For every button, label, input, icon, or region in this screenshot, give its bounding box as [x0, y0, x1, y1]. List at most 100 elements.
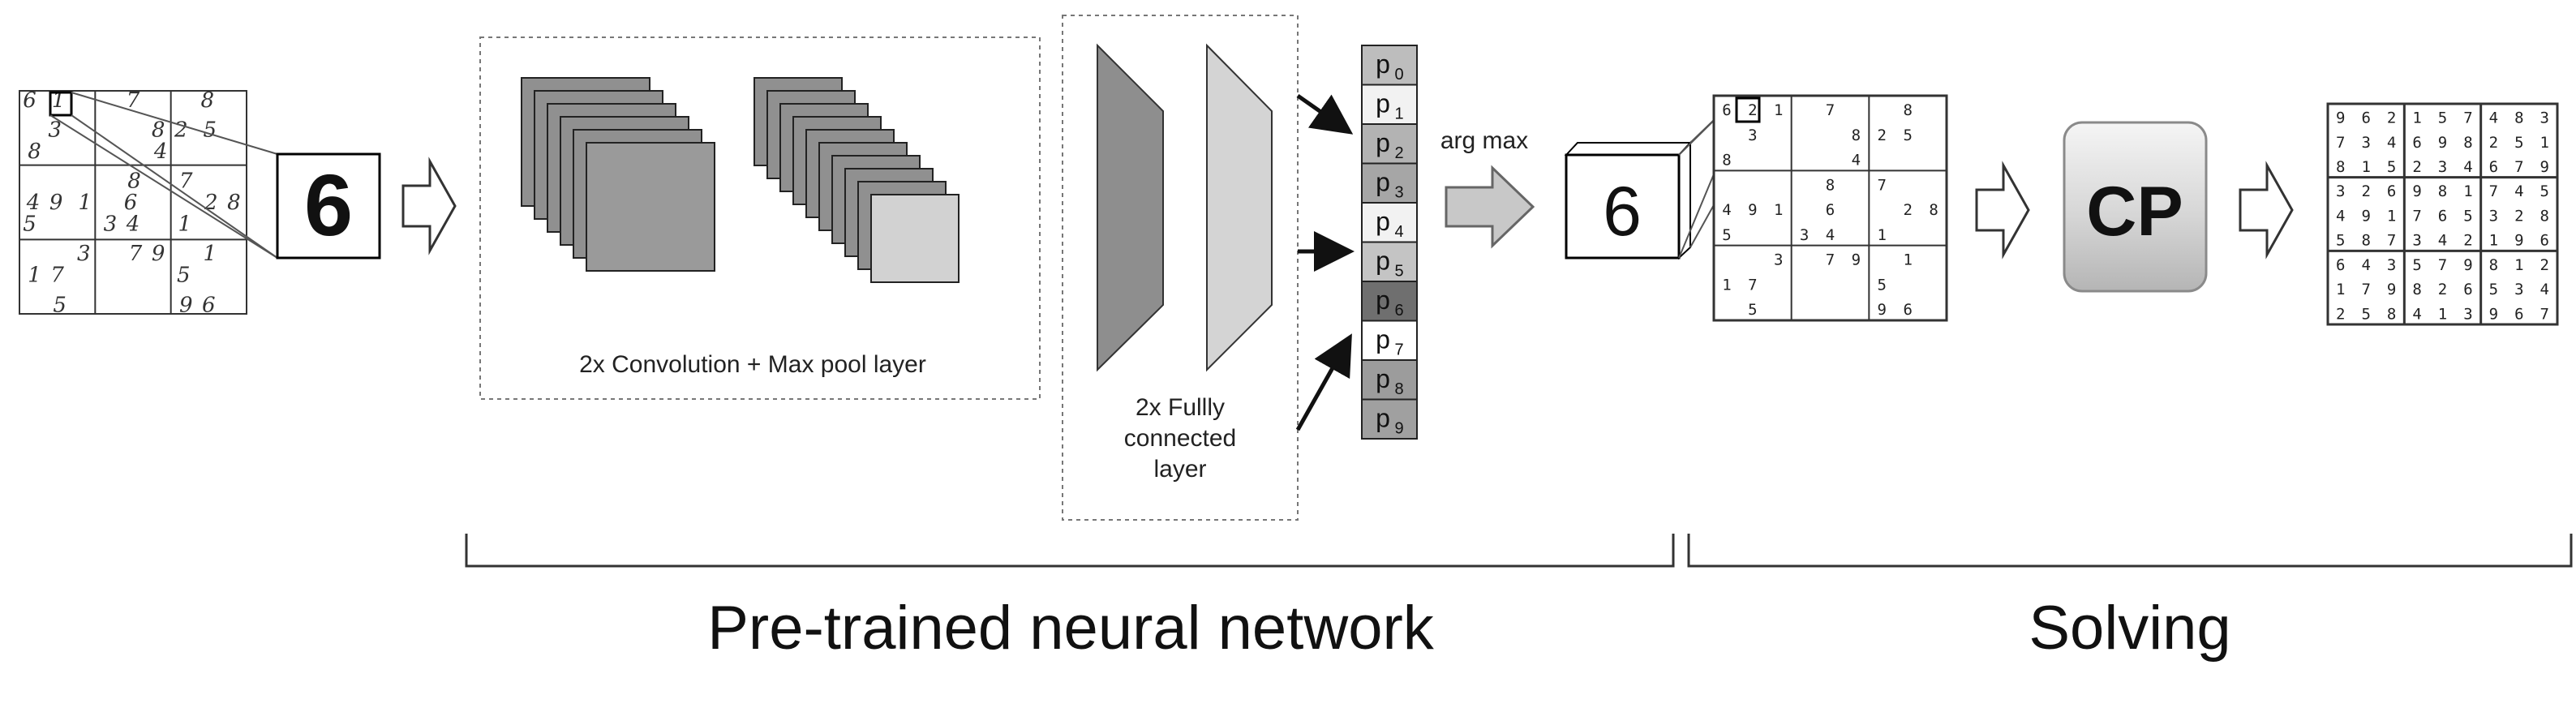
probability-index: 4 — [1394, 223, 1403, 241]
sudoku-cell-digit: 3 — [48, 118, 62, 142]
sudoku-cell-digit: 4 — [1722, 201, 1731, 219]
sudoku-cell-digit: 8 — [1826, 176, 1835, 194]
sudoku-cell-digit: 2 — [1903, 201, 1912, 219]
fc-layer-box — [1062, 15, 1299, 521]
probability-cell — [1361, 123, 1418, 165]
conv-layer-box — [479, 36, 1041, 400]
sudoku-cell-digit: 6 — [124, 191, 138, 215]
sudoku-cell-digit: 1 — [2387, 207, 2396, 225]
sudoku-cell-digit: 7 — [2489, 182, 2498, 200]
cp-solver-box: CP — [2063, 121, 2208, 293]
sudoku-cell-digit: 4 — [2361, 256, 2370, 274]
sudoku-cell-digit: 5 — [2463, 207, 2472, 225]
sudoku-cell-digit: 5 — [1878, 276, 1887, 294]
probability-index: 3 — [1394, 184, 1403, 202]
sudoku-cell-digit: 9 — [2412, 182, 2421, 200]
probability-cell — [1361, 45, 1418, 86]
bracket-network — [465, 534, 1675, 568]
sudoku-cell-digit: 5 — [177, 264, 191, 288]
sudoku-cell-digit: 4 — [2514, 182, 2523, 200]
sudoku-cell-digit: 3 — [2463, 305, 2472, 323]
sudoku-cell-digit: 2 — [2489, 134, 2498, 152]
probability-cell — [1361, 281, 1418, 322]
solution-grid-lines — [2326, 102, 2559, 326]
probability-cell — [1361, 202, 1418, 243]
sudoku-cell-digit: 4 — [1826, 226, 1835, 244]
conv-stack-first — [521, 77, 715, 272]
sudoku-cell-digit: 6 — [2514, 305, 2523, 323]
sudoku-cell-digit: 3 — [2361, 134, 2370, 152]
grid-border — [2326, 102, 2559, 326]
sudoku-cell-digit: 9 — [2361, 207, 2370, 225]
fc-layer-shape-2 — [1206, 43, 1273, 372]
sudoku-cell-digit: 4 — [2387, 134, 2396, 152]
sudoku-cell-digit: 1 — [1878, 226, 1887, 244]
fc-layer-label-line-1: 2x Fullly — [1136, 394, 1225, 421]
sudoku-cell-digit: 7 — [2412, 207, 2421, 225]
sudoku-cell-digit: 9 — [179, 293, 193, 317]
sudoku-cell-digit: 8 — [1852, 127, 1861, 144]
sudoku-cell-digit: 6 — [23, 88, 36, 113]
sudoku-cell-digit: 7 — [1826, 251, 1835, 269]
probability-label: p — [1376, 128, 1390, 157]
sudoku-cell-digit: 3 — [2489, 207, 2498, 225]
sudoku-cell-digit: 1 — [1774, 101, 1783, 119]
sudoku-cell-digit: 8 — [2540, 207, 2549, 225]
sudoku-cell-digit: 9 — [2489, 305, 2498, 323]
sudoku-cell-digit: 1 — [2463, 182, 2472, 200]
sudoku-cell-digit: 2 — [1748, 101, 1757, 119]
sudoku-cell-digit: 3 — [104, 212, 118, 237]
fc-output-arrows — [1295, 93, 1355, 431]
sudoku-cell-digit: 5 — [2361, 305, 2370, 323]
sudoku-cell-digit: 1 — [2361, 158, 2370, 176]
predicted-digit-box: 6 — [1564, 140, 1693, 260]
sudoku-cell-digit: 1 — [2540, 134, 2549, 152]
sudoku-cell-digit: 1 — [2438, 305, 2447, 323]
grid-border — [1712, 94, 1948, 322]
probability-label: p — [1376, 285, 1390, 315]
argmax-label: arg max — [1440, 127, 1528, 154]
sudoku-cell-digit: 7 — [2438, 256, 2447, 274]
sudoku-cell-digit: 7 — [1748, 276, 1757, 294]
sudoku-cell-digit: 6 — [2489, 158, 2498, 176]
sudoku-cell-digit: 8 — [2463, 134, 2472, 152]
fc-layer-label-line-2: connected — [1124, 425, 1236, 452]
sudoku-cell-digit: 6 — [2463, 281, 2472, 298]
sudoku-cell-digit: 4 — [2438, 232, 2447, 250]
sudoku-cell-digit: 8 — [201, 88, 215, 113]
cp-label: CP — [2086, 173, 2183, 251]
selected-cell-box — [49, 91, 73, 117]
sudoku-cell-digit: 6 — [2387, 182, 2396, 200]
sudoku-cell-digit: 3 — [2514, 281, 2523, 298]
probability-index: 2 — [1394, 144, 1403, 162]
section-network-label: Pre-trained neural network — [707, 594, 1435, 663]
sudoku-cell-digit: 9 — [2514, 232, 2523, 250]
sudoku-cell-digit: 5 — [2514, 134, 2523, 152]
predicted-digit: 6 — [1603, 173, 1642, 251]
fc-layer-label-line-3: layer — [1153, 456, 1206, 483]
sudoku-cell-digit: 1 — [1903, 251, 1912, 269]
sudoku-cell-digit: 5 — [1722, 226, 1731, 244]
fc-layer-shape-1 — [1097, 43, 1164, 372]
sudoku-cell-digit: 1 — [2489, 232, 2498, 250]
sudoku-cell-digit: 1 — [1722, 276, 1731, 294]
sudoku-cell-digit: 9 — [2463, 256, 2472, 274]
sudoku-cell-digit: 4 — [2412, 305, 2421, 323]
sudoku-cell-digit: 8 — [2336, 158, 2345, 176]
sudoku-cell-digit: 8 — [2514, 109, 2523, 127]
extracted-digit: 6 — [304, 156, 353, 254]
sudoku-cell-digit: 8 — [2387, 305, 2396, 323]
probability-cell — [1361, 398, 1418, 440]
sudoku-cell-digit: 3 — [77, 242, 91, 266]
sudoku-cell-digit: 4 — [26, 191, 41, 215]
sudoku-cell-digit: 7 — [129, 242, 143, 266]
sudoku-cell-digit: 8 — [1929, 201, 1938, 219]
sudoku-cell-digit: 2 — [2438, 281, 2447, 298]
sudoku-cell-digit: 8 — [1722, 152, 1731, 169]
sudoku-cell-digit: 8 — [1903, 101, 1912, 119]
feature-map — [870, 194, 960, 283]
